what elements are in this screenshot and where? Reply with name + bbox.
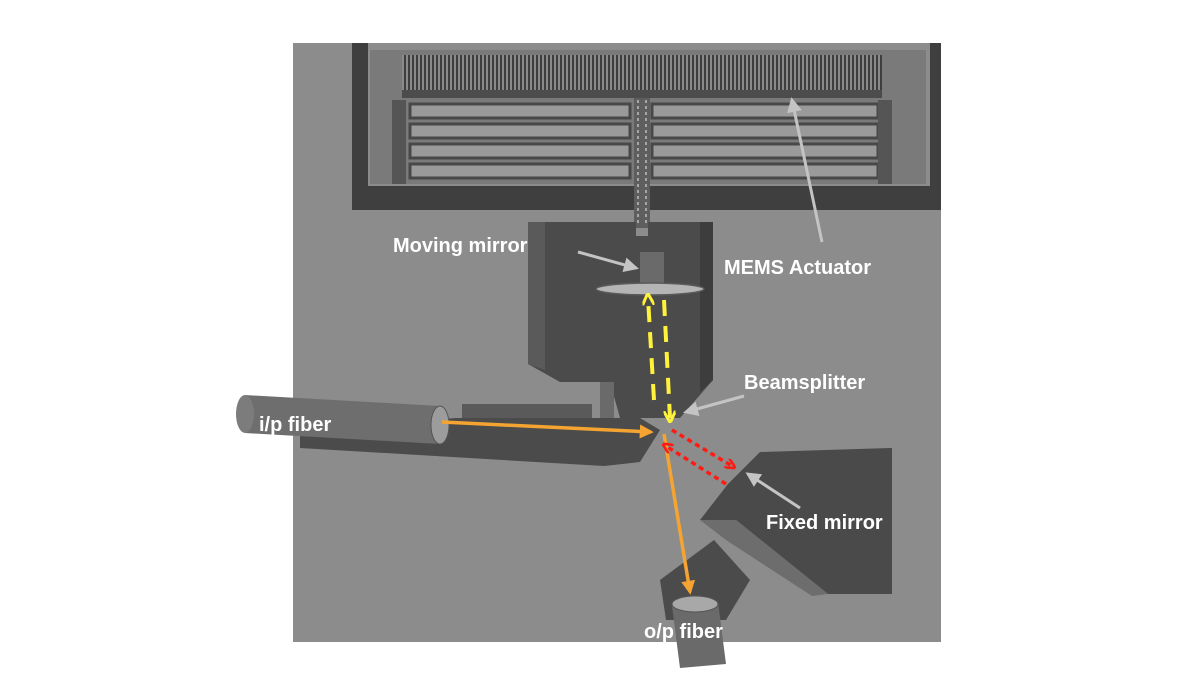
beamsplitter-pointer	[683, 394, 745, 417]
output-beam-arrow	[662, 433, 696, 595]
mems-actuator-structure	[352, 43, 941, 228]
input-fiber-label: i/p fiber	[259, 414, 331, 436]
input-beam-arrow	[441, 420, 654, 439]
fixed-mirror-beam-back	[666, 446, 727, 486]
moving-mirror-plate	[595, 252, 705, 296]
fixed-mirror-pointer	[745, 472, 801, 510]
fixed-mirror-label: Fixed mirror	[766, 512, 883, 534]
beamsplitter-label: Beamsplitter	[744, 372, 865, 394]
output-fiber-label: o/p fiber	[644, 621, 723, 643]
moving-mirror-pointer	[577, 250, 639, 273]
output-fiber	[671, 595, 726, 668]
mems-actuator-label: MEMS Actuator	[724, 257, 871, 279]
fixed-mirror-beam-out	[671, 428, 732, 466]
moving-mirror-label: Moving mirror	[393, 235, 528, 257]
moving-mirror-beam-up	[648, 298, 656, 401]
mems-actuator-pointer	[787, 97, 824, 243]
moving-mirror-beam-down	[662, 299, 670, 418]
input-fiber	[236, 395, 450, 445]
etched-cavity	[528, 222, 713, 418]
